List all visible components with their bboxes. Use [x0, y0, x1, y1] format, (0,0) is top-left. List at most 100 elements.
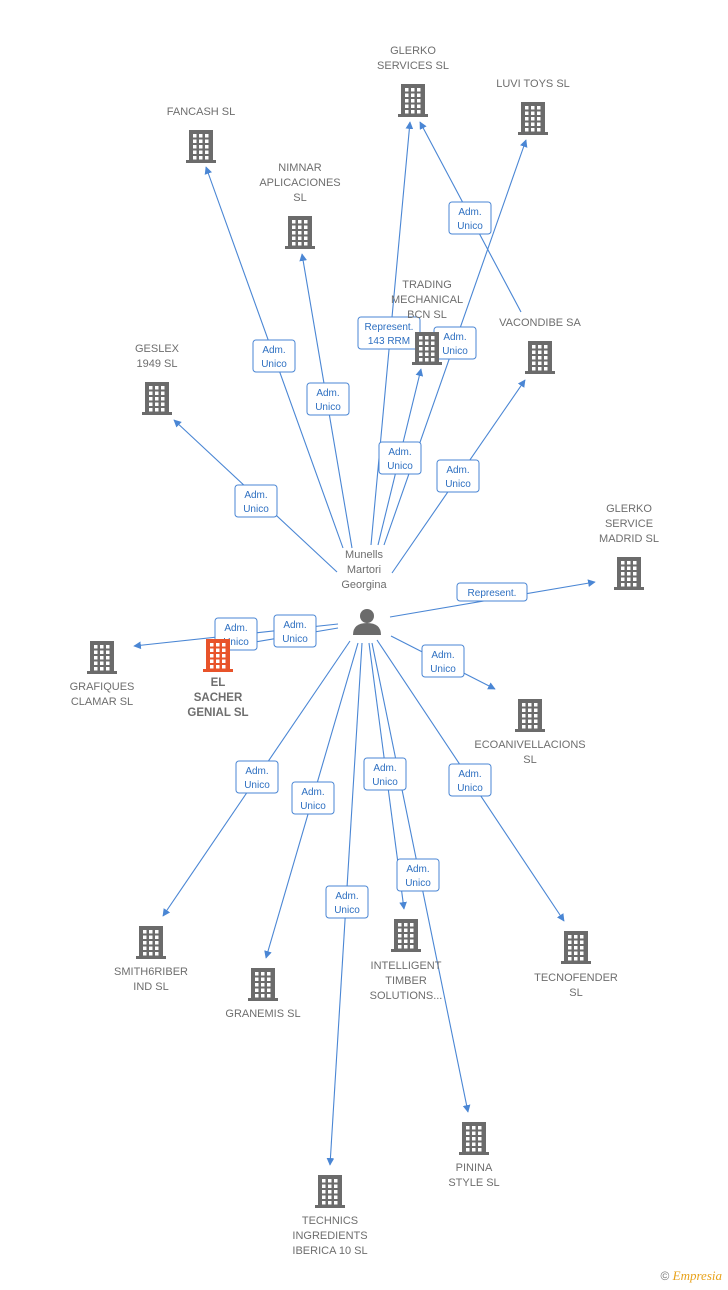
edge-label-line: Adm.: [443, 332, 466, 343]
edge-label-line: Unico: [243, 504, 269, 515]
company-name-line: MECHANICAL: [391, 294, 463, 306]
edge-label-line: Adm.: [431, 650, 454, 661]
building-icon: [614, 557, 644, 590]
company-name-line: BCN SL: [407, 309, 447, 321]
company-name-line: SL: [293, 192, 306, 204]
company-name-line: TIMBER: [385, 975, 427, 987]
building-icon: [248, 968, 278, 1001]
copyright-symbol: ©: [660, 1269, 670, 1283]
edge-label-line: Adm.: [262, 345, 285, 356]
building-icon: [525, 341, 555, 374]
company-name-line: GRANEMIS SL: [225, 1008, 300, 1020]
edge-label-person-to-technics[interactable]: Adm.Unico: [325, 885, 369, 919]
edge-label-person-to-vacondibe[interactable]: Adm. Unico: [436, 459, 480, 493]
edge-label-box: [234, 484, 278, 518]
company-name-line: TRADING: [402, 279, 452, 291]
edge-label-line: Adm.: [373, 763, 396, 774]
building-icon: [518, 102, 548, 135]
edge-label-line: Unico: [300, 801, 326, 812]
edge-label-line: Unico: [387, 461, 413, 472]
company-name-line: GLERKO: [390, 45, 436, 57]
company-name-line: 1949 SL: [137, 358, 178, 370]
edge-label-box: [378, 441, 422, 475]
building-icon: [315, 1175, 345, 1208]
edge-label-box: [436, 459, 480, 493]
company-name-line: FANCASH SL: [167, 106, 235, 118]
company-name-line: NIMNAR: [278, 162, 321, 174]
edge-label-line: Adm.: [446, 465, 469, 476]
company-name-line: INTELLIGENT: [371, 960, 442, 972]
building-icon: [285, 216, 315, 249]
edge-label-box: [396, 858, 440, 892]
company-name-line: GLERKO: [606, 503, 652, 515]
edge-label-line: Unico: [372, 777, 398, 788]
node-geslex[interactable]: GESLEX 1949 SL: [135, 343, 180, 415]
edge-label-box: [252, 339, 296, 373]
edge-label-line: Adm.: [335, 891, 358, 902]
edge-label-box: [235, 760, 279, 794]
edge-label-person-to-pinina[interactable]: Adm.Unico: [396, 858, 440, 892]
edge-label-line: Unico: [442, 346, 468, 357]
edge-label-line: Adm.: [458, 207, 481, 218]
node-vacondibe[interactable]: VACONDIBE SA: [499, 317, 582, 374]
edge-label-line: Unico: [445, 479, 471, 490]
node-granemis[interactable]: GRANEMIS SL: [225, 968, 301, 1020]
edge-label-person-to-smith6riber[interactable]: Adm.Unico: [235, 760, 279, 794]
edge-label-box: [306, 382, 350, 416]
company-name-line: CLAMAR SL: [71, 696, 133, 708]
edge-labels-layer: Represent.143 RRMAdm.UnicoAdm.UnicoAdm.U…: [214, 201, 528, 919]
edge-label-box: [325, 885, 369, 919]
company-name-line: SACHER: [194, 692, 243, 704]
node-trading[interactable]: TRADING MECHANICAL BCN SL: [391, 279, 463, 365]
company-name-line: INGREDIENTS: [292, 1230, 367, 1242]
edge-label-person-to-glerko-madrid[interactable]: Represent.: [456, 582, 528, 602]
company-name-line: EL: [211, 677, 226, 689]
edge-label-line: Adm.: [316, 388, 339, 399]
edge-label-person-to-luvi-toys[interactable]: Adm. Unico: [433, 326, 477, 360]
company-name-line: SMITH6RIBER: [114, 966, 188, 978]
empresia-logo[interactable]: © Empresia: [660, 1268, 722, 1284]
edge-label-person-to-geslex[interactable]: Adm.Unico: [234, 484, 278, 518]
edge-label-person-to-tecnofender[interactable]: Adm.Unico: [448, 763, 492, 797]
company-name-line: SL: [523, 754, 536, 766]
edge-label-line: Unico: [244, 780, 270, 791]
node-intelligent[interactable]: INTELLIGENTTIMBERSOLUTIONS...: [370, 919, 443, 1002]
building-icon: [398, 84, 428, 117]
edge-label-person-to-granemis[interactable]: Adm.Unico: [291, 781, 335, 815]
edge-label-person-to-ecoanivellacions[interactable]: Adm. Unico: [421, 644, 465, 678]
building-icon: [142, 382, 172, 415]
person-name-line: Georgina: [341, 579, 387, 591]
edge-label-line: Adm.: [406, 864, 429, 875]
edge-label-person-to-el-sacher[interactable]: Adm.Unico: [273, 614, 317, 648]
edge-label-person-to-glerko-services[interactable]: Represent.143 RRM: [357, 316, 421, 350]
node-fancash[interactable]: FANCASH SL: [167, 106, 235, 163]
node-luvi-toys[interactable]: LUVI TOYS SL: [496, 78, 570, 135]
company-name-line: LUVI TOYS SL: [496, 78, 570, 90]
edge-label-line: 143 RRM: [368, 336, 410, 347]
edge-label-person-to-trading[interactable]: Adm.Unico: [378, 441, 422, 475]
edge-label-person-to-intelligent[interactable]: Adm. Unico: [363, 757, 407, 791]
edge-label-person-to-fancash[interactable]: Adm.Unico: [252, 339, 296, 373]
edge-label-line: Unico: [430, 664, 456, 675]
edge-label-line: Unico: [282, 634, 308, 645]
company-name-line: GESLEX: [135, 343, 180, 355]
company-name-line: PININA: [456, 1162, 493, 1174]
edge-label-person-to-nimnar[interactable]: Adm.Unico: [306, 382, 350, 416]
company-name-line: VACONDIBE SA: [499, 317, 581, 329]
person-name-line: Munells: [345, 549, 383, 561]
edges-layer: [133, 121, 596, 1166]
edge-label-vacondibe-to-glerko-services[interactable]: Adm.Unico: [448, 201, 492, 235]
edge-label-box: [363, 757, 407, 791]
